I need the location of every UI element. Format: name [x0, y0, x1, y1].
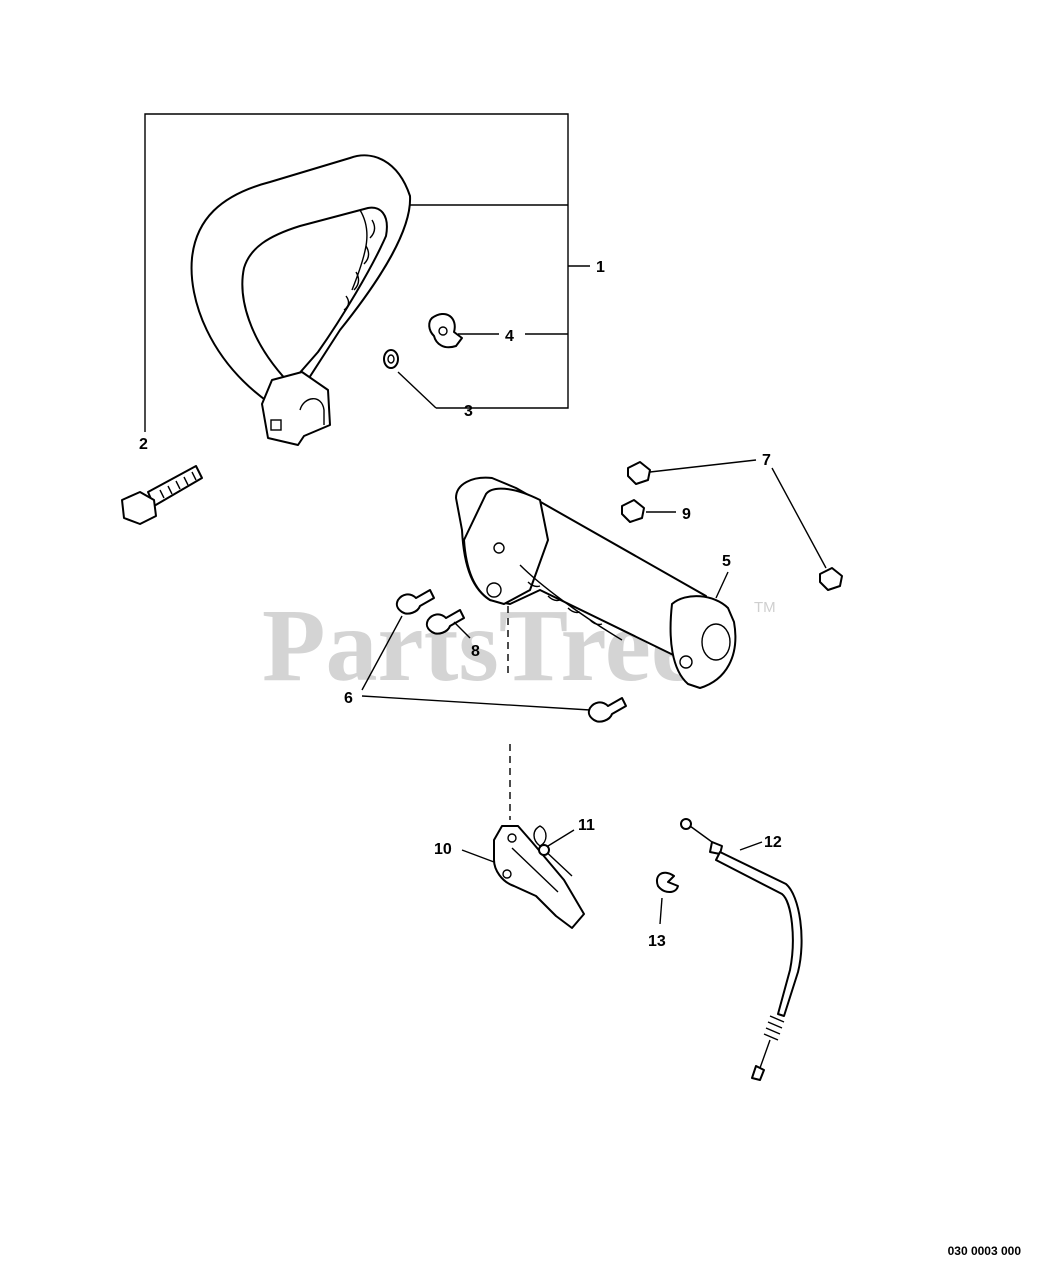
- callout-12: 12: [764, 834, 782, 851]
- callout-11: 11: [578, 817, 595, 834]
- callout-4: 4: [505, 328, 514, 345]
- nut-part: [621, 461, 843, 591]
- callout-9: 9: [682, 506, 691, 523]
- diagram-code: 030 0003 000: [947, 1244, 1021, 1258]
- wing-nut-part: [428, 313, 463, 349]
- callout-2: 2: [139, 436, 148, 453]
- callout-6: 6: [344, 690, 353, 707]
- d-handle-part: [190, 154, 412, 446]
- long-bolt-part: [121, 465, 203, 525]
- throttle-lever-part: [493, 825, 585, 929]
- callout-8: 8: [471, 643, 480, 660]
- spring-part: [533, 825, 573, 877]
- leader-lines: [144, 113, 827, 925]
- screw-part: [395, 589, 627, 723]
- callout-10: 10: [434, 841, 452, 858]
- callout-labels: 1 2 3 4 5 6 7 8 9 10 11 12 13: [139, 259, 782, 950]
- watermark-trademark: TM: [754, 599, 776, 616]
- callout-1: 1: [596, 259, 605, 276]
- callout-7: 7: [762, 452, 771, 469]
- grip-bracket-part: [455, 476, 737, 689]
- washer-part: [383, 349, 399, 369]
- callout-13: 13: [648, 933, 666, 950]
- throttle-cable-part: [680, 818, 803, 1081]
- callout-5: 5: [722, 553, 731, 570]
- e-clip-part: [656, 871, 679, 893]
- callout-3: 3: [464, 403, 473, 420]
